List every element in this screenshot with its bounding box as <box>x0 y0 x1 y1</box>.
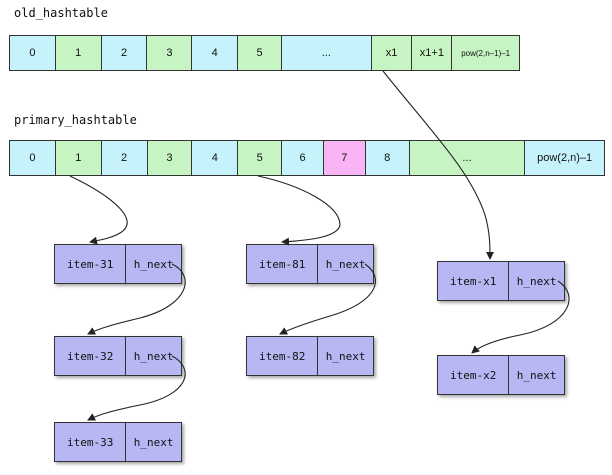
item-31-to-item-32-arrow <box>87 263 186 335</box>
item-name: item-x2 <box>438 356 510 394</box>
primary-hashtable: 0 1 2 3 4 5 6 7 8 ... pow(2,n)–1 <box>9 140 605 176</box>
old-x1-to-item-x1-arrow <box>382 70 494 260</box>
h-next-pointer: h_next <box>325 257 366 271</box>
old-hashtable-title: old_hashtable <box>14 6 108 20</box>
item-name: item-31 <box>55 245 127 283</box>
old-bucket-x1: x1 <box>371 36 413 70</box>
old-bucket-3: 3 <box>147 36 193 70</box>
bucket-5-to-item-81-arrow <box>257 175 341 246</box>
item-name: item-x1 <box>438 262 510 300</box>
primary-bucket-2: 2 <box>101 141 148 175</box>
item-81-to-item-82-arrow <box>279 263 376 335</box>
primary-bucket-4: 4 <box>192 141 239 175</box>
h-next-pointer: h_next <box>325 349 366 363</box>
primary-bucket-7: 7 <box>323 141 366 175</box>
h-next-pointer: h_next <box>133 349 174 363</box>
bucket-1-to-item-31-arrow <box>69 175 128 245</box>
item-node: item-33 h_next <box>54 422 182 462</box>
h-next-pointer: h_next <box>133 257 174 271</box>
item-node: item-82 h_next <box>246 336 374 376</box>
primary-bucket-0: 0 <box>10 141 56 175</box>
primary-bucket-1: 1 <box>55 141 102 175</box>
old-bucket-1: 1 <box>55 36 102 70</box>
old-bucket-last: pow(2,n–1)–1 <box>452 36 520 70</box>
primary-bucket-8: 8 <box>365 141 410 175</box>
old-bucket-2: 2 <box>101 36 148 70</box>
item-x1-to-item-x2-arrow <box>471 280 570 354</box>
old-bucket-0: 0 <box>10 36 56 70</box>
h-next-pointer: h_next <box>133 435 174 449</box>
old-bucket-ellipsis: ... <box>281 36 372 70</box>
item-node: item-31 h_next <box>54 244 182 284</box>
primary-bucket-3: 3 <box>147 141 193 175</box>
primary-bucket-6: 6 <box>282 141 324 175</box>
item-node: item-x2 h_next <box>437 355 565 395</box>
old-bucket-4: 4 <box>192 36 239 70</box>
primary-bucket-5: 5 <box>238 141 283 175</box>
old-hashtable: 0 1 2 3 4 5 ... x1 x1+1 pow(2,n–1)–1 <box>9 35 520 71</box>
primary-hashtable-title: primary_hashtable <box>14 113 137 127</box>
item-name: item-32 <box>55 337 127 375</box>
primary-bucket-last: pow(2,n)–1 <box>525 141 604 175</box>
item-name: item-82 <box>247 337 319 375</box>
item-node: item-x1 h_next <box>437 261 565 301</box>
item-node: item-32 h_next <box>54 336 182 376</box>
item-32-to-item-33-arrow <box>87 355 186 421</box>
old-bucket-x1-plus-1: x1+1 <box>412 36 453 70</box>
old-bucket-5: 5 <box>238 36 282 70</box>
item-name: item-81 <box>247 245 319 283</box>
primary-bucket-ellipsis: ... <box>409 141 526 175</box>
item-node: item-81 h_next <box>246 244 374 284</box>
h-next-pointer: h_next <box>516 274 557 288</box>
h-next-pointer: h_next <box>516 368 557 382</box>
item-name: item-33 <box>55 423 127 461</box>
